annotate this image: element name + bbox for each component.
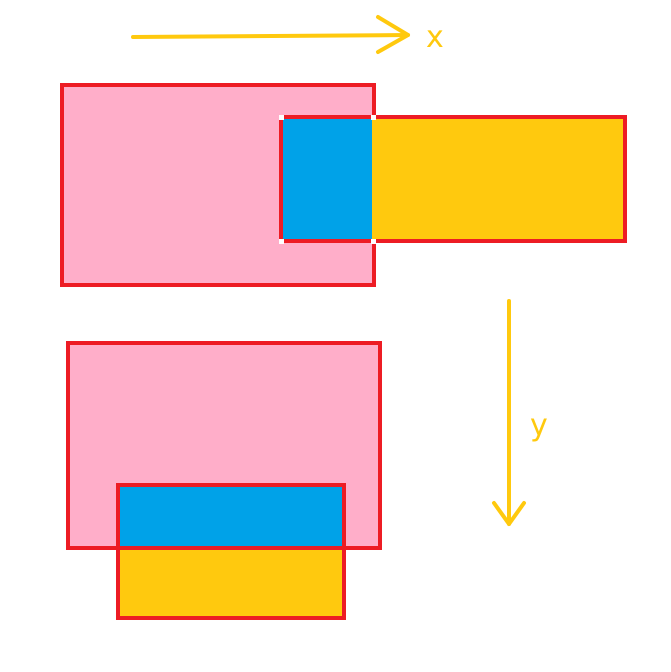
overlap-region-bottom [120, 487, 342, 546]
corner-marker-bl [279, 239, 284, 244]
overlap-region-top [283, 119, 372, 239]
corner-marker-tl [279, 115, 284, 120]
corner-marker-tr [371, 115, 376, 120]
x-axis-arrow [131, 15, 410, 54]
x-axis-label: x [426, 20, 444, 55]
y-axis-label: y [530, 408, 548, 443]
horizontal-overlap-example [60, 83, 627, 287]
y-axis-arrow [492, 299, 526, 526]
corner-marker-br [371, 239, 376, 244]
vertical-overlap-example [66, 341, 382, 620]
